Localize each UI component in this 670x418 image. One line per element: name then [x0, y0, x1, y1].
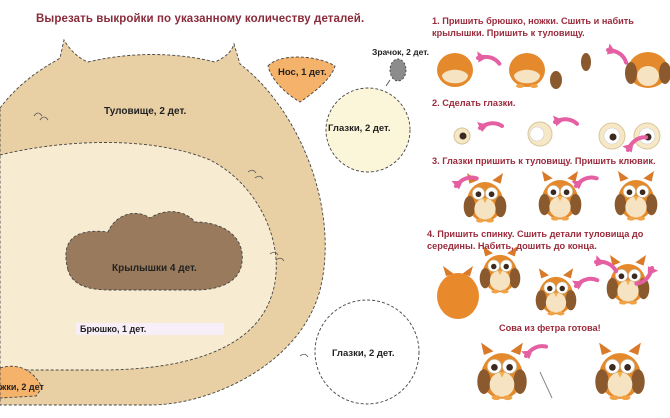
step-4-text: 4. Пришить спинку. Сшить детали туловища…: [427, 229, 644, 251]
feet-label: жки, 2 дет: [0, 382, 44, 392]
step-1-text: 1. Пришить брюшко, ножки. Сшить и набить…: [432, 16, 634, 38]
step4-illustration: [437, 245, 661, 319]
eyes-top-label: Глазки, 2 дет.: [328, 123, 391, 134]
eye-top-pattern-shape: [325, 87, 411, 173]
eye-bottom-pattern-shape: [314, 299, 420, 405]
eyes-bottom-label: Глазки, 2 дет.: [332, 348, 395, 359]
step1-illustration: [437, 41, 670, 89]
body-label: Туловище, 2 дет.: [104, 106, 187, 117]
page-title: Вырезать выкройки по указанному количест…: [36, 13, 365, 25]
feet-pattern-shape: [0, 365, 43, 399]
belly-label: Брюшко, 1 дет.: [76, 323, 224, 335]
step2-illustration: [453, 113, 661, 157]
wings-label: Крылышки 4 дет.: [112, 263, 197, 274]
nose-pattern-shape: [267, 56, 336, 103]
pupil-label: Зрачок, 2 дет.: [372, 47, 430, 57]
step-3-text: 3. Глазки пришить к туловищу. Пришить кл…: [432, 156, 656, 166]
nose-label: Нос, 1 дет.: [278, 67, 327, 78]
final-illustration: [476, 340, 646, 401]
final-text: Сова из фетра готова!: [499, 323, 601, 333]
pin-marks: [33, 112, 309, 358]
step-2-text: 2. Сделать глазки.: [432, 98, 516, 108]
wings-pattern-shape: [65, 211, 243, 291]
step3-illustration: [449, 170, 658, 223]
pupil-pattern-shape: [385, 58, 407, 87]
